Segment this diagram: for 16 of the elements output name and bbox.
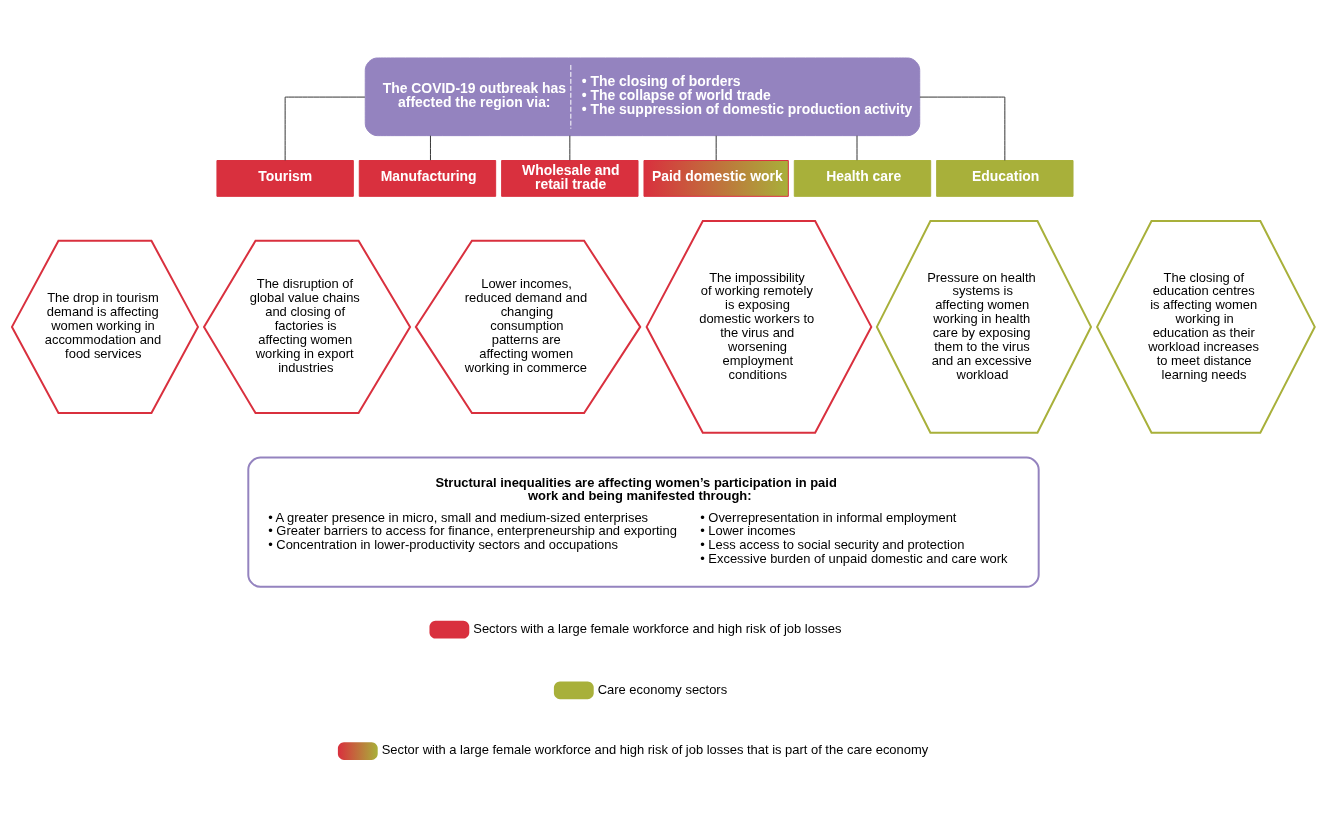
node-box: Tourism [216, 159, 354, 197]
legend-label: Care economy sectors [597, 681, 728, 697]
node-box: Manufacturing [358, 159, 497, 197]
legend-label: Sector with a large female workforce and high risk of job losses that is part of the care economy [381, 741, 929, 757]
connector [569, 134, 571, 161]
node-box: Wholesale and retail trade [501, 159, 639, 197]
legend-label: Sectors with a large female workforce and high risk of job losses [473, 620, 842, 636]
node-box: Structural inequalities are affecting women’s participation in paid work and being manifested through: • A greater presence in micro, small and medium-sized enterprises • Greater barriers to access for finance, enterpreneurship and exporting • Concentration in lower-productivity sectors and occupations • Overrepresentation in informal employment • Lower incomes • Less access to social security and protection • Excessive burden of unpaid domestic and care work [247, 455, 1040, 588]
connector [284, 96, 366, 161]
connector [429, 134, 431, 161]
connector [715, 134, 717, 161]
connector [919, 96, 1006, 161]
node-box: Paid domestic work [643, 159, 789, 197]
node-box: Health care [793, 159, 932, 197]
node-box: Education [936, 159, 1074, 197]
node-box: The COVID-19 outbreak has affected the region via: • The closing of borders • The collapse of world trade • The suppression of domestic production activity [364, 57, 921, 136]
